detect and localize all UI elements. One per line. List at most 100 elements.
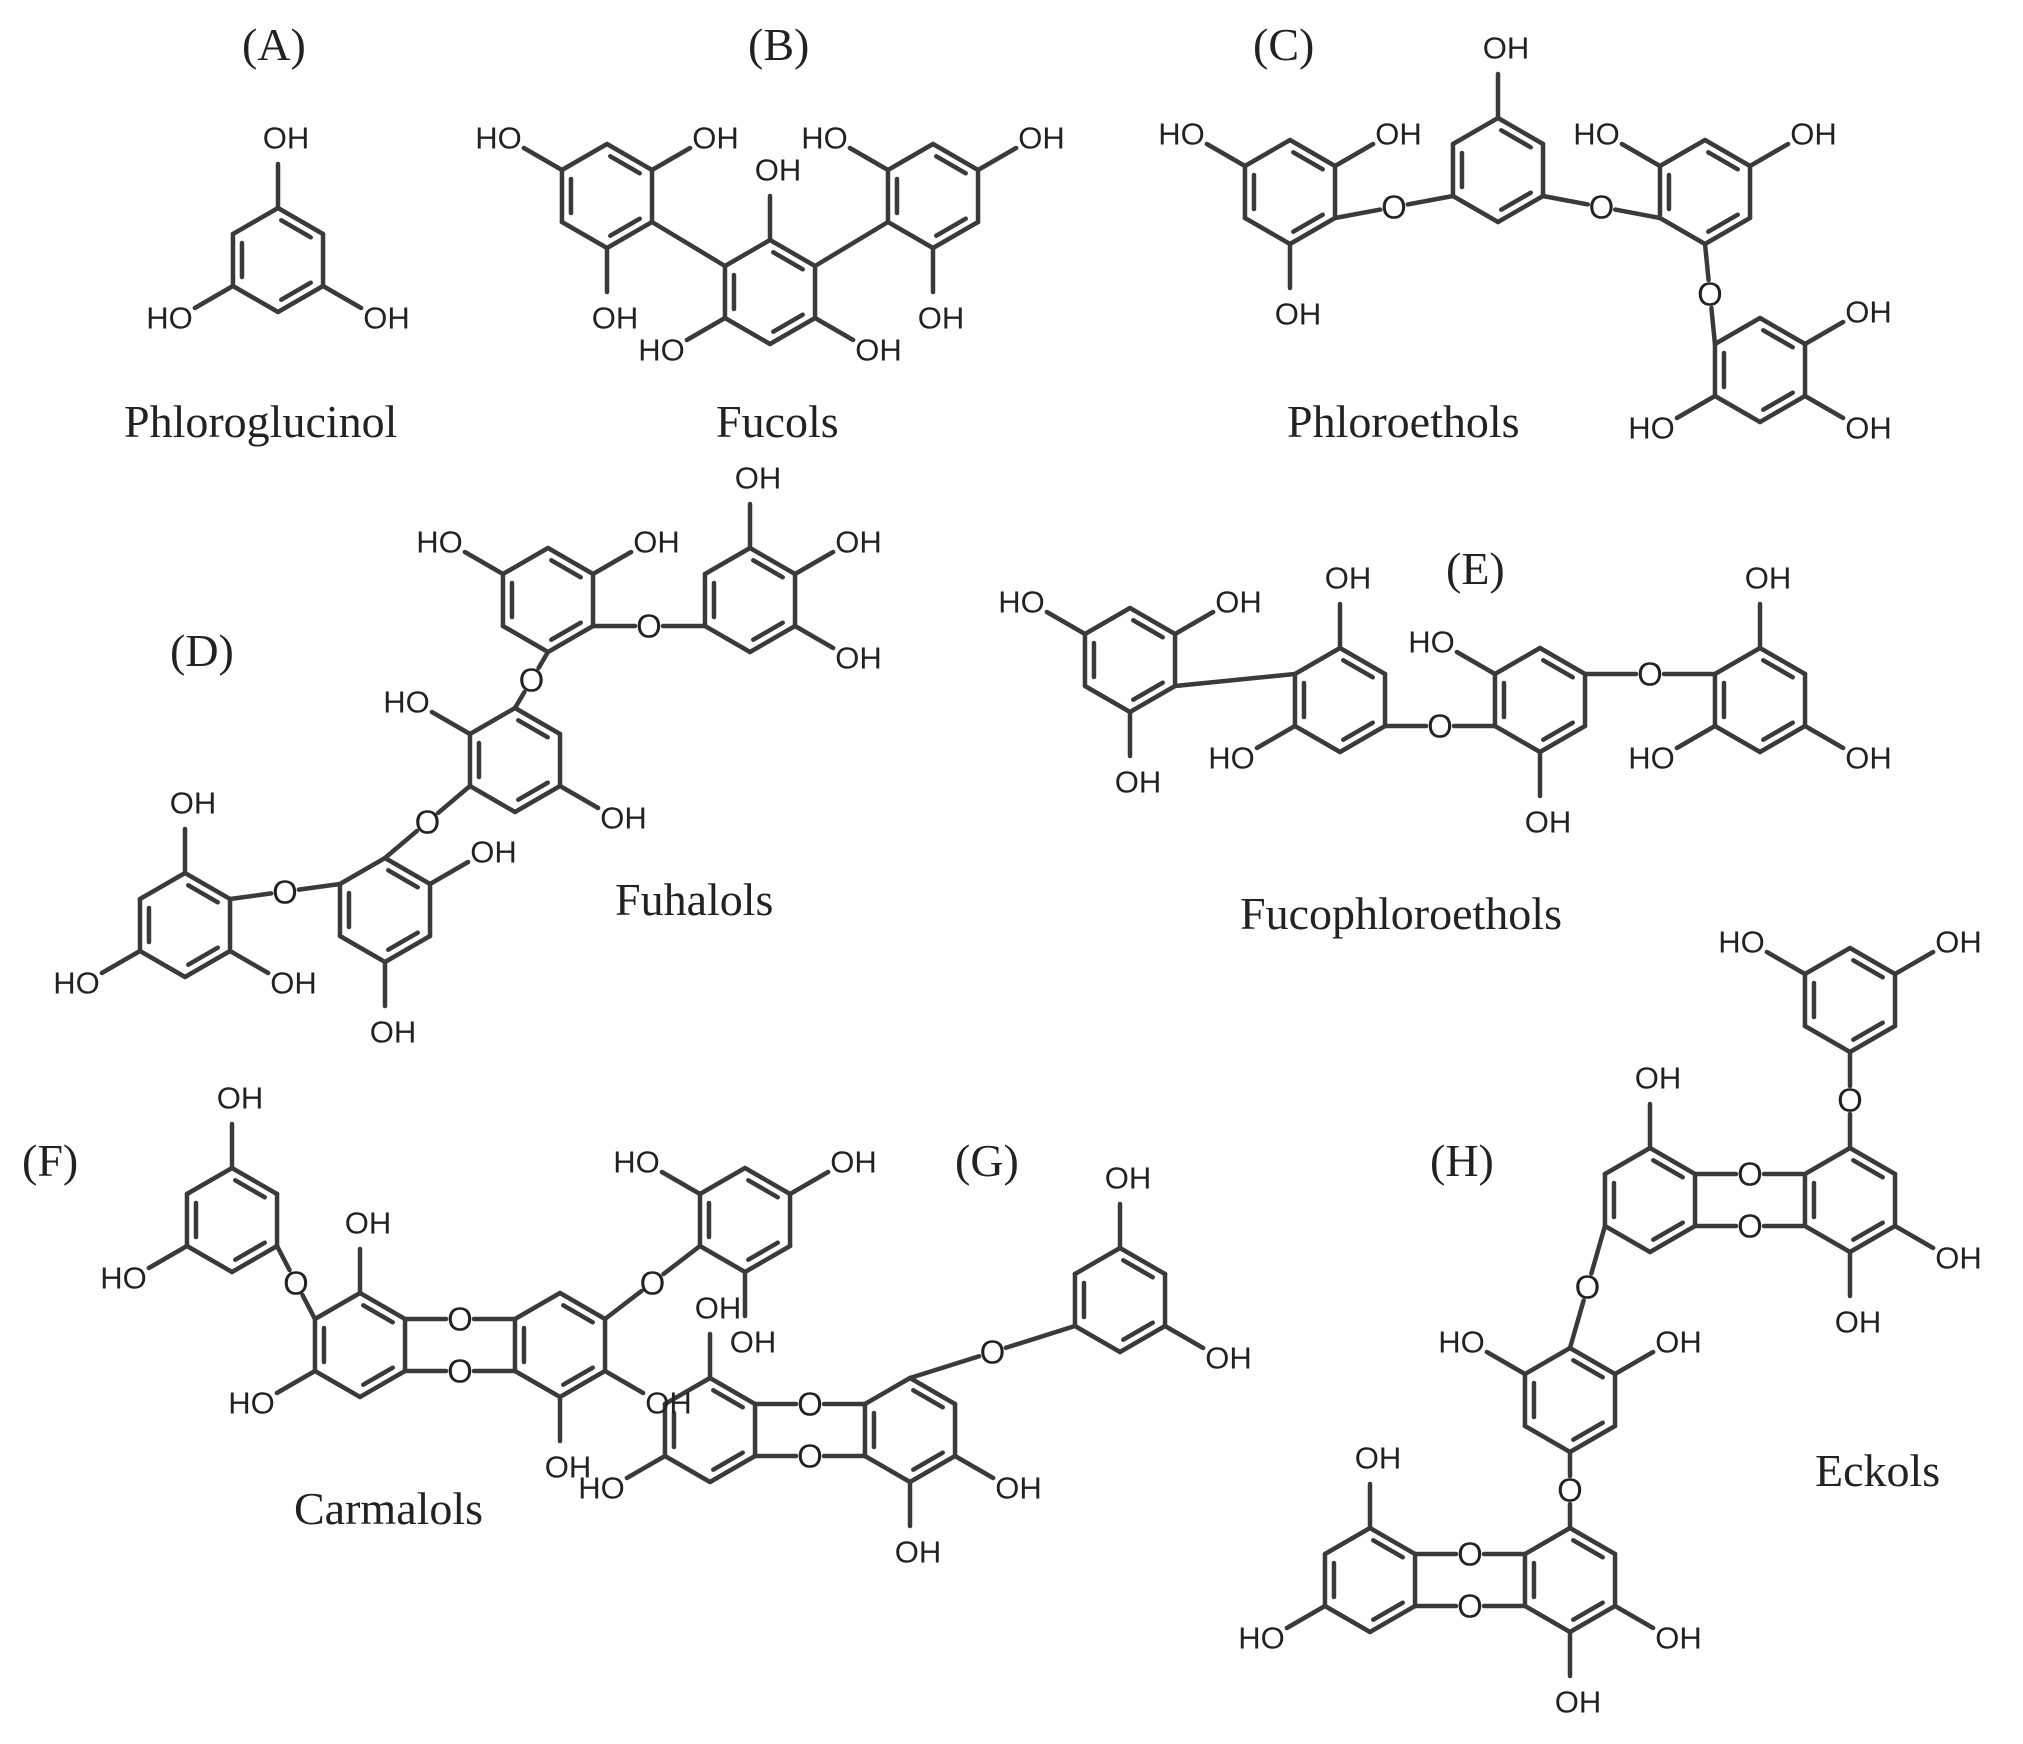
hydroxyl-label: OH bbox=[645, 1385, 692, 1421]
eckol-ring-1-bond bbox=[1802, 1023, 1853, 1055]
bond-line bbox=[427, 859, 471, 887]
eckol-ring-3-double-bond bbox=[1651, 1220, 1685, 1242]
hydroxyl-label: HO bbox=[1408, 624, 1455, 660]
panel-c-letter: (C) bbox=[1253, 19, 1315, 70]
eckol-ring-3-bond bbox=[1647, 1223, 1698, 1255]
fucol-ring-right-bond bbox=[930, 219, 981, 251]
bond-line bbox=[557, 783, 601, 811]
carmalol-ring-4-bond bbox=[697, 1243, 748, 1275]
hydroxyl-label: HO bbox=[638, 332, 685, 368]
hydroxyl-label: HO bbox=[1158, 116, 1205, 152]
bond-line bbox=[1802, 319, 1846, 347]
fucophloroethol-ring-1-bond bbox=[1082, 605, 1133, 637]
phloroglucinol-ring-bond bbox=[230, 205, 281, 237]
hydroxyl-label: HO bbox=[1718, 924, 1765, 960]
bond-line bbox=[624, 1453, 668, 1481]
eckol-ring-4-double-bond bbox=[1571, 1358, 1605, 1380]
phloroethol-ring-3-bond bbox=[1702, 137, 1753, 169]
hydroxyl-label: OH bbox=[694, 1290, 742, 1326]
eckol-ring-1-bond bbox=[1847, 945, 1898, 977]
hydroxyl-label: OH bbox=[1114, 764, 1162, 800]
hydroxyl-label: HO bbox=[1208, 740, 1255, 776]
eckol-ring-4-bond bbox=[1567, 1345, 1618, 1377]
panel-g-ring-1-bond bbox=[1072, 1245, 1123, 1277]
hydroxyl-label: OH bbox=[754, 152, 802, 188]
hydroxyl-label: OH bbox=[262, 120, 310, 156]
eckol-ring-2-double-bond bbox=[1851, 1220, 1885, 1242]
ether-oxygen-label: O bbox=[1381, 188, 1407, 226]
bond-line bbox=[812, 315, 856, 343]
carmalol-ring-4-bond bbox=[697, 1165, 748, 1197]
ring-oxygen-label: O bbox=[447, 1300, 473, 1338]
bond-line bbox=[847, 145, 891, 173]
panel-g-ring-1-bond bbox=[1072, 1323, 1123, 1355]
bond-line bbox=[1589, 1223, 1608, 1276]
hydroxyl-label: OH bbox=[1524, 804, 1572, 840]
bond-line bbox=[659, 1169, 703, 1197]
bond-line bbox=[602, 1368, 646, 1396]
ether-oxygen-label: O bbox=[979, 1333, 1006, 1371]
phloroethol-ring-2-bond bbox=[1495, 115, 1546, 147]
panel-g-ring-1-bond bbox=[1117, 1323, 1168, 1355]
hydroxyl-label: HO bbox=[578, 1470, 625, 1506]
fuhalol-ring-2-bond bbox=[747, 545, 798, 577]
bond-line bbox=[1204, 141, 1248, 169]
eckol-ring-6-bond bbox=[1367, 1525, 1418, 1557]
fucophloroethol-ring-4-double-bond bbox=[1761, 658, 1795, 680]
ether-oxygen-label: O bbox=[283, 1264, 309, 1301]
bond-line bbox=[1613, 207, 1663, 221]
panel-g-ring-2-bond bbox=[862, 1375, 913, 1407]
fucophloroethol-ring-2-bond bbox=[1337, 645, 1388, 677]
phloroethol-ring-4-double-bond bbox=[1761, 328, 1795, 350]
hydroxyl-label: HO bbox=[416, 524, 463, 560]
phloroethol-ring-3-double-bond bbox=[1706, 212, 1740, 234]
fuhalol-ring-2-double-bond bbox=[751, 558, 785, 580]
hydroxyl-label: OH bbox=[1935, 1240, 1982, 1276]
carmalol-ring-2-bond bbox=[357, 1290, 408, 1322]
bond-line bbox=[1619, 141, 1663, 169]
fucols-name: Fucols bbox=[716, 396, 839, 447]
bond-line bbox=[435, 783, 473, 816]
eckol-ring-6-double-bond bbox=[1371, 1538, 1405, 1560]
carmalol-ring-2-bond bbox=[312, 1290, 363, 1322]
bond-line bbox=[602, 1288, 644, 1322]
ring-oxygen-label: O bbox=[447, 1352, 473, 1390]
carmalol-ring-4-double-bond bbox=[746, 1178, 780, 1200]
phloroethol-ring-1-double-bond bbox=[1291, 150, 1325, 172]
hydroxyl-label: OH bbox=[344, 1205, 392, 1241]
fucol-ring-middle-bond bbox=[767, 315, 818, 347]
bond-line bbox=[1674, 393, 1718, 421]
hydroxyl-label: OH bbox=[734, 460, 782, 496]
carmalol-ring-4-double-bond bbox=[746, 1240, 780, 1262]
eckol-ring-5-double-bond bbox=[1571, 1538, 1605, 1560]
fuhalol-ring-2-bond bbox=[702, 545, 753, 577]
hydroxyl-label: OH bbox=[917, 300, 965, 336]
bond-line bbox=[1802, 393, 1846, 421]
hydroxyl-label: OH bbox=[1482, 30, 1530, 66]
hydroxyl-label: OH bbox=[369, 1014, 417, 1050]
eckol-ring-6-bond bbox=[1367, 1603, 1418, 1635]
fuhalol-ring-5-double-bond bbox=[186, 883, 220, 905]
eckol-ring-4-bond bbox=[1522, 1345, 1573, 1377]
fuhalol-ring-3-bond bbox=[512, 783, 563, 815]
fucophloroethol-ring-4-bond bbox=[1712, 645, 1763, 677]
fucol-ring-middle-bond bbox=[767, 237, 818, 269]
eckol-ring-5-double-bond bbox=[1571, 1600, 1605, 1622]
hydroxyl-label: OH bbox=[835, 524, 882, 560]
bond-line bbox=[227, 891, 274, 902]
hydroxyl-label: OH bbox=[1104, 1160, 1152, 1196]
panel-a-letter: (A) bbox=[242, 19, 306, 70]
hydroxyl-label: OH bbox=[1790, 116, 1837, 152]
panel-g-ring-1-double-bond bbox=[1121, 1320, 1155, 1342]
fucol-ring-left-bond bbox=[559, 141, 610, 173]
eckol-ring-5-bond bbox=[1567, 1525, 1618, 1557]
eckol-ring-2-double-bond bbox=[1851, 1158, 1885, 1180]
hydroxyl-label: OH bbox=[1375, 116, 1422, 152]
bond-line bbox=[320, 283, 364, 311]
fucol-ring-right-bond bbox=[930, 141, 981, 173]
fuhalol-ring-1-bond bbox=[545, 545, 596, 577]
ether-oxygen-label: O bbox=[414, 803, 441, 841]
panel-b-letter: (B) bbox=[748, 19, 810, 70]
hydroxyl-label: OH bbox=[729, 1324, 777, 1360]
